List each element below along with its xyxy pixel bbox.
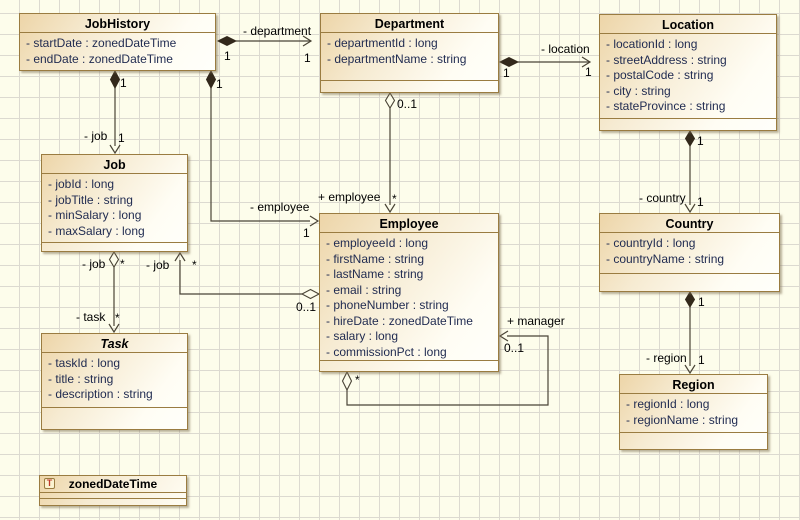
empty-compartment [42,243,187,251]
datatype-zoneddatetime[interactable]: T zonedDateTime [39,475,187,506]
attribute: - employeeId : long [326,236,429,250]
attribute: - commissionPct : long [326,344,447,359]
edge-country-region [684,291,696,375]
assoc-label-employee-job: - job [146,258,170,272]
attribute: - jobTitle : string [48,192,133,207]
attribute: - taskId : long [48,356,121,370]
mult-jobhistory-job-src: 1 [120,76,127,90]
edge-job-task [108,250,120,334]
attribute: - phoneNumber : string [326,298,449,312]
type-icon: T [44,478,55,489]
attribute: - jobId : long [48,177,115,191]
mult-location-country-src: 1 [697,134,704,148]
attribute: - lastName : string [326,267,424,281]
mult-jobhistory-employee-src: 1 [216,77,223,91]
mult-jobhistory-job-tgt: 1 [118,131,125,145]
class-employee[interactable]: Employee - employeeId : long - firstName… [319,213,499,372]
mult-department-location-src: 1 [503,66,510,80]
edge-department-employee [384,91,396,214]
assoc-label-country: - country [639,191,686,205]
attribute: - salary : long [326,329,399,343]
attribute: - regionId : long [626,397,710,411]
assoc-label-region: - region [646,351,687,365]
edge-jobhistory-job [109,69,121,155]
attribute: - description : string [48,387,153,401]
mult-country-region-src: 1 [698,295,705,309]
datatype-title-row: T zonedDateTime [40,476,186,493]
edge-employee-manager [341,330,549,406]
attribute: - regionName : string [626,412,739,427]
attribute: - minSalary : long [48,208,142,222]
mult-department-employee-src: 0..1 [397,97,418,111]
mult-employee-job-tgt: * [192,258,197,272]
attribute: - postalCode : string [606,68,714,82]
class-job[interactable]: Job - jobId : long - jobTitle : string -… [41,154,188,252]
assoc-label-job: - job [84,129,108,143]
attribute: - departmentId : long [327,36,438,50]
class-title-country: Country [600,214,779,233]
assoc-label-employee: - employee [250,200,310,214]
attribute: - stateProvince : string [606,99,726,113]
empty-compartment [40,499,186,505]
class-region[interactable]: Region - regionId : long - regionName : … [619,374,768,450]
class-title-task: Task [42,334,187,353]
mult-employee-manager-src: * [355,373,360,387]
assoc-label-plus-employee: + employee [318,190,381,204]
class-title-jobhistory: JobHistory [20,14,215,33]
attribute: - locationId : long [606,37,698,51]
empty-compartment [600,119,776,130]
edge-location-country [684,130,696,214]
class-title-region: Region [620,375,767,394]
empty-compartment [321,81,498,92]
empty-compartment [600,274,779,291]
mult-jobhistory-department-src: 1 [224,49,231,63]
class-country[interactable]: Country - countryId : long - countryName… [599,213,780,292]
attribute: - departmentName : string [327,51,467,66]
edge-employee-job [174,251,321,300]
empty-compartment [42,408,187,429]
attribute: - city : string [606,83,671,98]
empty-compartment [40,493,186,499]
mult-location-country-tgt: 1 [697,195,704,209]
assoc-label-location: - location [541,42,590,56]
assoc-label-department: - department [243,24,312,38]
mult-employee-manager-tgt: 0..1 [504,341,525,355]
class-title-location: Location [600,15,776,34]
mult-jobhistory-department-tgt: 1 [304,51,311,65]
class-task[interactable]: Task - taskId : long - title : string - … [41,333,188,430]
mult-job-task-tgt: * [115,311,120,325]
attribute: - countryName : string [606,251,725,266]
empty-compartment [320,361,498,371]
attribute: - email : string [326,282,402,297]
class-title-employee: Employee [320,214,498,233]
attribute: - endDate : zonedDateTime [26,51,173,66]
mult-department-location-tgt: 1 [585,65,592,79]
edge-jobhistory-employee [205,69,320,227]
mult-employee-job-src: 0..1 [296,300,317,314]
class-location[interactable]: Location - locationId : long - streetAdd… [599,14,777,131]
class-title-department: Department [321,14,498,33]
mult-jobhistory-employee-tgt: 1 [303,226,310,240]
edge-jobhistory-department [216,35,313,47]
class-title-job: Job [42,155,187,174]
attribute: - countryId : long [606,236,696,250]
edge-department-location [498,56,592,68]
attribute: - title : string [48,371,114,386]
class-department[interactable]: Department - departmentId : long - depar… [320,13,499,93]
assoc-label-task: - task [76,310,106,324]
mult-department-employee-tgt: * [392,192,397,206]
attribute: - startDate : zonedDateTime [26,36,177,50]
attribute: - hireDate : zonedDateTime [326,313,473,328]
datatype-title: zonedDateTime [68,477,158,491]
assoc-label-manager: + manager [507,314,565,328]
mult-job-task-src: * [120,257,125,271]
mult-country-region-tgt: 1 [698,353,705,367]
attribute: - firstName : string [326,251,425,266]
class-jobhistory[interactable]: JobHistory - startDate : zonedDateTime -… [19,13,216,71]
assoc-label-job-aggregate: - job [82,257,106,271]
empty-compartment [620,433,767,449]
attribute: - maxSalary : long [48,223,145,238]
attribute: - streetAddress : string [606,52,727,67]
